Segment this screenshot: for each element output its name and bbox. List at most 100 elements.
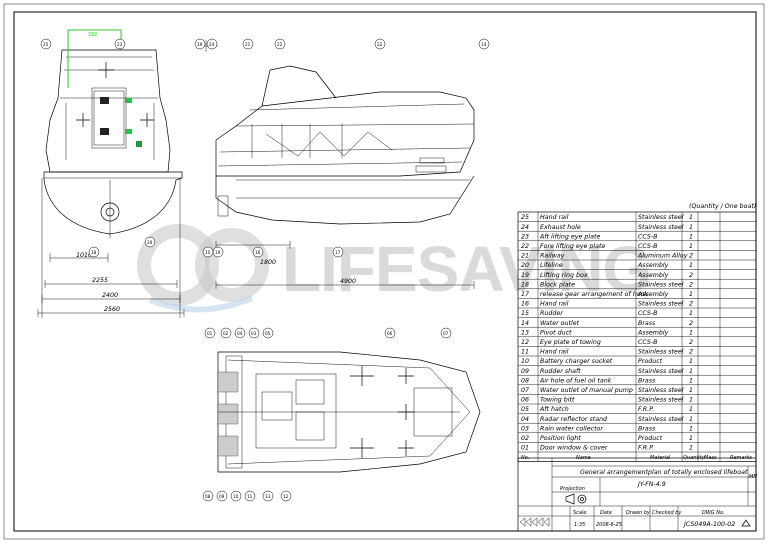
- cell-name: release gear arrangement of hook: [540, 290, 648, 298]
- watermark: LIFESAVING: [137, 224, 652, 313]
- svg-text:22: 22: [377, 42, 383, 47]
- svg-text:2008-6-25: 2008-6-25: [596, 522, 622, 528]
- boat-model: JY-FN-4.9: [636, 481, 666, 488]
- cell-material: Stainless steel: [638, 415, 684, 423]
- cell-qty: 1: [689, 329, 693, 336]
- cell-no: 13: [521, 329, 529, 336]
- cell-name: Radar reflector stand: [540, 415, 608, 423]
- cell-material: Stainless steel: [638, 386, 684, 394]
- cell-no: 08: [521, 377, 529, 384]
- svg-text:21: 21: [245, 42, 251, 47]
- cell-no: 19: [521, 272, 529, 279]
- cell-qty: 1: [689, 368, 693, 375]
- cell-no: 03: [521, 425, 529, 432]
- cell-material: F.R.P.: [638, 445, 654, 452]
- svg-text:310: 310: [88, 32, 97, 38]
- cell-material: Stainless steel: [638, 367, 684, 375]
- cell-material: Stainless steel: [638, 280, 684, 288]
- svg-text:25: 25: [43, 42, 49, 47]
- cell-name: Railway: [540, 253, 565, 260]
- title-block: General arrangementplan of totally enclo…: [517, 457, 757, 532]
- cell-qty: 1: [689, 445, 693, 452]
- cell-qty: 2: [689, 281, 693, 288]
- cell-material: CCS-B: [638, 243, 658, 250]
- svg-text:1:35: 1:35: [574, 522, 585, 528]
- cell-material: Stainless steel: [638, 348, 684, 356]
- cell-material: Brass: [638, 425, 656, 432]
- cell-name: Hand rail: [540, 214, 569, 221]
- cell-no: 15: [521, 310, 529, 317]
- dim-1800: 1800: [260, 259, 276, 266]
- cell-name: Battery charger socket: [540, 357, 613, 365]
- cell-name: Towing bitt: [540, 396, 575, 404]
- svg-text:19: 19: [215, 250, 221, 255]
- svg-text:MN: MN: [749, 474, 757, 480]
- cell-qty: 2: [689, 253, 693, 260]
- svg-text:Date: Date: [600, 510, 612, 516]
- cell-material: Stainless steel: [638, 213, 684, 221]
- cell-name: Air hole of fuel oil tank: [539, 376, 612, 384]
- cell-qty: 2: [689, 339, 693, 346]
- cell-name: Rudder shaft: [540, 367, 581, 375]
- svg-text:07: 07: [443, 331, 449, 336]
- top-view: [217, 351, 481, 473]
- cell-material: Assembly: [637, 272, 669, 279]
- cell-no: 11: [521, 349, 529, 356]
- cell-no: 01: [521, 445, 529, 452]
- cell-name: Water outlet of manual pump: [540, 386, 633, 394]
- cell-name: Aft hatch: [539, 405, 569, 413]
- cell-name: Hand rail: [540, 349, 569, 356]
- svg-text:16: 16: [255, 250, 261, 255]
- cell-no: 10: [521, 358, 529, 365]
- svg-text:08: 08: [205, 494, 211, 499]
- cell-name: Water outlet: [540, 319, 580, 327]
- cell-name: Exhaust hole: [540, 223, 581, 231]
- cell-qty: 2: [689, 272, 693, 279]
- table-row: 18 Block plate Stainless steel 2: [521, 280, 693, 288]
- svg-text:05: 05: [265, 331, 271, 336]
- dim-2255: 2255: [92, 277, 108, 284]
- cell-qty: 1: [689, 310, 693, 317]
- cell-material: Assembly: [637, 262, 669, 269]
- cell-qty: 2: [689, 301, 693, 308]
- svg-text:17: 17: [335, 250, 341, 255]
- svg-text:Projection: Projection: [560, 486, 585, 492]
- svg-text:13: 13: [265, 494, 271, 499]
- svg-text:22: 22: [277, 42, 283, 47]
- cell-no: 22: [521, 243, 529, 250]
- watermark-text: LIFESAVING: [282, 233, 651, 305]
- dim-1010: 1010: [76, 252, 92, 259]
- svg-text:24: 24: [209, 42, 215, 47]
- table-row: 07 Water outlet of manual pump Stainless s…: [521, 386, 693, 394]
- drawing-number: JCS049A-100-02: [682, 521, 735, 528]
- cell-no: 14: [521, 320, 529, 327]
- dim-4900: 4900: [340, 278, 356, 285]
- cell-no: 07: [521, 387, 529, 394]
- front-view: 310 1010 2255 2400 2560: [37, 29, 185, 318]
- cell-name: Lifting ring box: [540, 271, 588, 279]
- cell-no: 18: [521, 281, 529, 288]
- cell-material: Assembly: [637, 329, 669, 336]
- cell-material: Assembly: [637, 291, 669, 298]
- cell-material: Aluminum Alloy: [637, 253, 688, 260]
- cell-no: 02: [521, 435, 529, 442]
- svg-text:04: 04: [237, 331, 243, 336]
- cell-qty: 1: [689, 358, 693, 365]
- cell-name: Position light: [540, 434, 581, 442]
- svg-text:18: 18: [91, 250, 97, 255]
- cell-name: Block plate: [540, 280, 575, 288]
